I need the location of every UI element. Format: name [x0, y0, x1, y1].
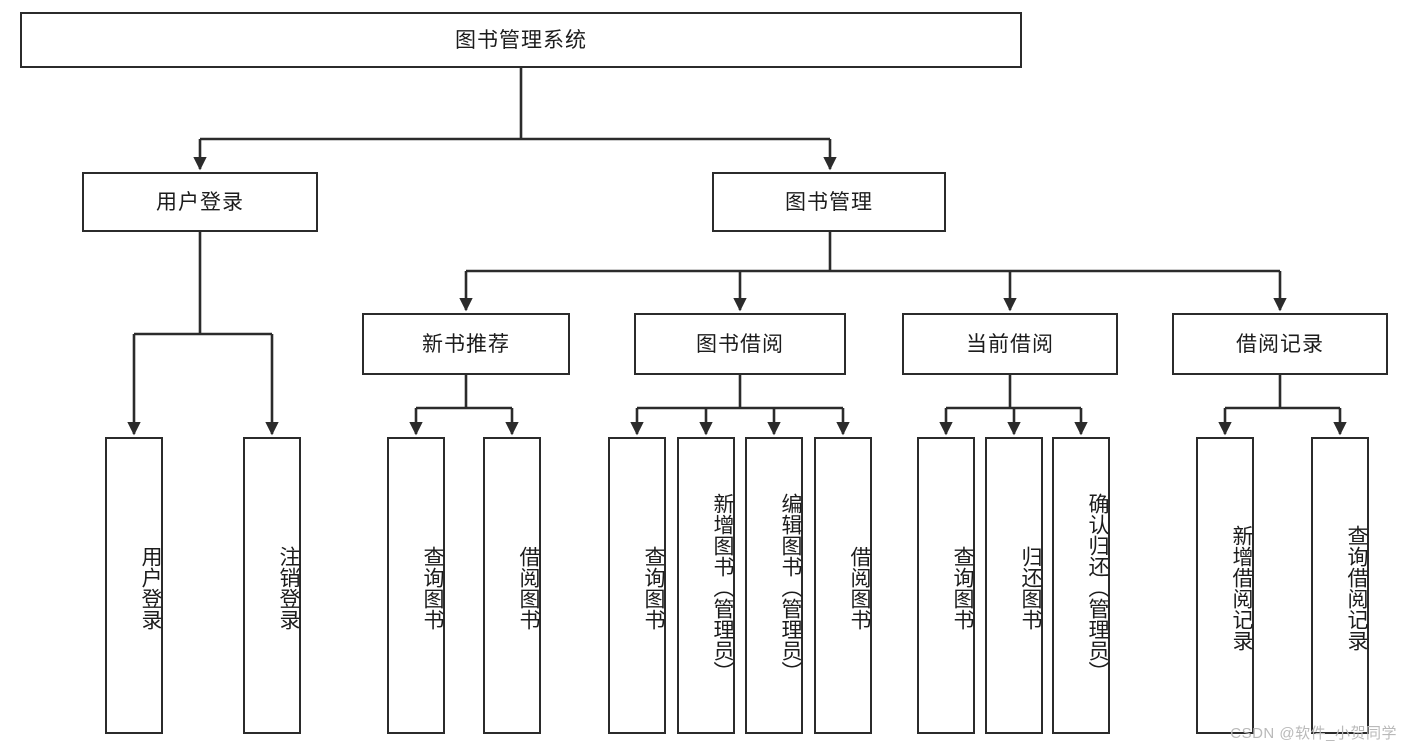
leaf-record-query-record[interactable]: 查询借阅记录 [1311, 437, 1369, 734]
node-label: 查询图书 [951, 545, 974, 630]
node-label: 查询图书 [642, 545, 665, 630]
node-label: 图书管理系统 [455, 28, 587, 52]
node-new-book-recommend[interactable]: 新书推荐 [362, 313, 570, 375]
node-label: 用户登录 [139, 545, 162, 630]
leaf-user-login[interactable]: 用户登录 [105, 437, 163, 734]
node-borrow-record[interactable]: 借阅记录 [1172, 313, 1388, 375]
leaf-borrow-add-book-admin[interactable]: 新增图书（管理员） [677, 437, 735, 734]
node-label: 确认归还（管理员） [1086, 493, 1109, 682]
node-label: 查询借阅记录 [1345, 524, 1368, 651]
leaf-current-return-book[interactable]: 归还图书 [985, 437, 1043, 734]
leaf-newbook-borrow-book[interactable]: 借阅图书 [483, 437, 541, 734]
node-current-borrow[interactable]: 当前借阅 [902, 313, 1118, 375]
node-user-login[interactable]: 用户登录 [82, 172, 318, 232]
node-label: 借阅图书 [517, 545, 540, 630]
node-root-system[interactable]: 图书管理系统 [20, 12, 1022, 68]
leaf-borrow-query-book[interactable]: 查询图书 [608, 437, 666, 734]
leaf-borrow-borrow-book[interactable]: 借阅图书 [814, 437, 872, 734]
node-label: 图书管理 [785, 190, 873, 214]
node-label: 借阅记录 [1236, 332, 1324, 356]
node-label: 当前借阅 [966, 332, 1054, 356]
leaf-record-add-record[interactable]: 新增借阅记录 [1196, 437, 1254, 734]
node-label: 借阅图书 [848, 545, 871, 630]
node-label: 注销登录 [277, 545, 300, 630]
leaf-current-confirm-return-admin[interactable]: 确认归还（管理员） [1052, 437, 1110, 734]
node-label: 新书推荐 [422, 332, 510, 356]
node-label: 新增图书（管理员） [711, 493, 734, 682]
watermark: CSDN @软件_小贺同学 [1230, 725, 1397, 742]
leaf-current-query-book[interactable]: 查询图书 [917, 437, 975, 734]
leaf-borrow-edit-book-admin[interactable]: 编辑图书（管理员） [745, 437, 803, 734]
node-label: 编辑图书（管理员） [779, 493, 802, 682]
leaf-newbook-query-book[interactable]: 查询图书 [387, 437, 445, 734]
node-label: 图书借阅 [696, 332, 784, 356]
leaf-user-logout[interactable]: 注销登录 [243, 437, 301, 734]
node-label: 查询图书 [421, 545, 444, 630]
node-label: 归还图书 [1019, 545, 1042, 630]
node-label: 用户登录 [156, 190, 244, 214]
node-label: 新增借阅记录 [1230, 524, 1253, 651]
node-book-management[interactable]: 图书管理 [712, 172, 946, 232]
node-book-borrow[interactable]: 图书借阅 [634, 313, 846, 375]
